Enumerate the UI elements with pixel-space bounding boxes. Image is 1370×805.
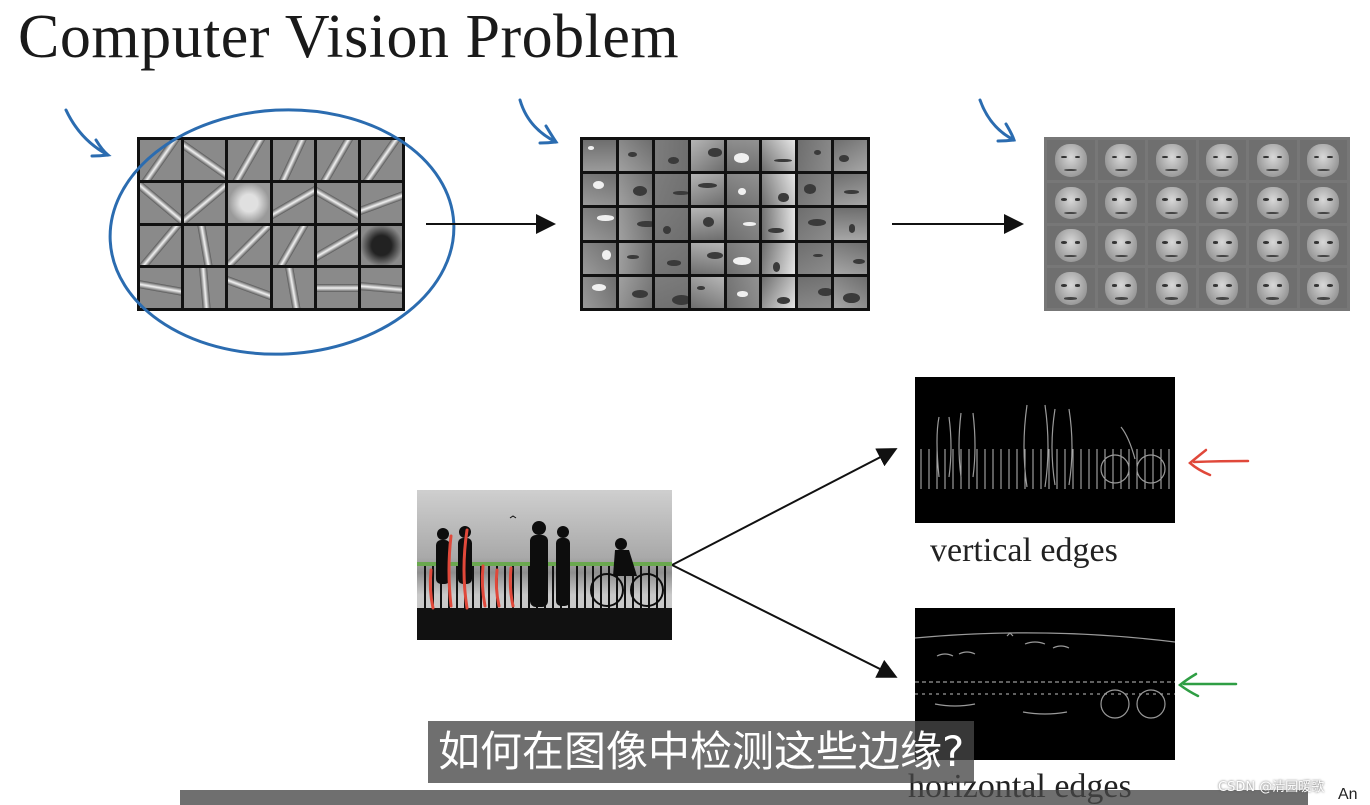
csdn-watermark: CSDN @清园暖歌 bbox=[1218, 776, 1324, 795]
vertical-edges-caption: vertical edges bbox=[930, 532, 1118, 570]
blue-circle-annotation bbox=[104, 101, 460, 363]
blue-tick-2 bbox=[520, 100, 556, 143]
sample-photo bbox=[417, 490, 672, 640]
chinese-subtitle: 如何在图像中检测这些边缘? bbox=[428, 721, 974, 783]
english-subtitle-bar bbox=[180, 790, 1308, 805]
cut-off-corner-text: An bbox=[1338, 786, 1358, 804]
blue-tick-1 bbox=[66, 110, 108, 156]
arrow-photo-to-vertical bbox=[672, 450, 894, 565]
photo-silhouettes bbox=[417, 490, 672, 640]
arrow-photo-to-horizontal bbox=[672, 565, 894, 676]
vertical-edges-render bbox=[915, 377, 1175, 523]
green-arrow-annotation bbox=[1180, 674, 1236, 696]
vertical-edges-image bbox=[915, 377, 1175, 523]
blue-tick-3 bbox=[980, 100, 1014, 141]
red-arrow-annotation bbox=[1190, 450, 1248, 475]
